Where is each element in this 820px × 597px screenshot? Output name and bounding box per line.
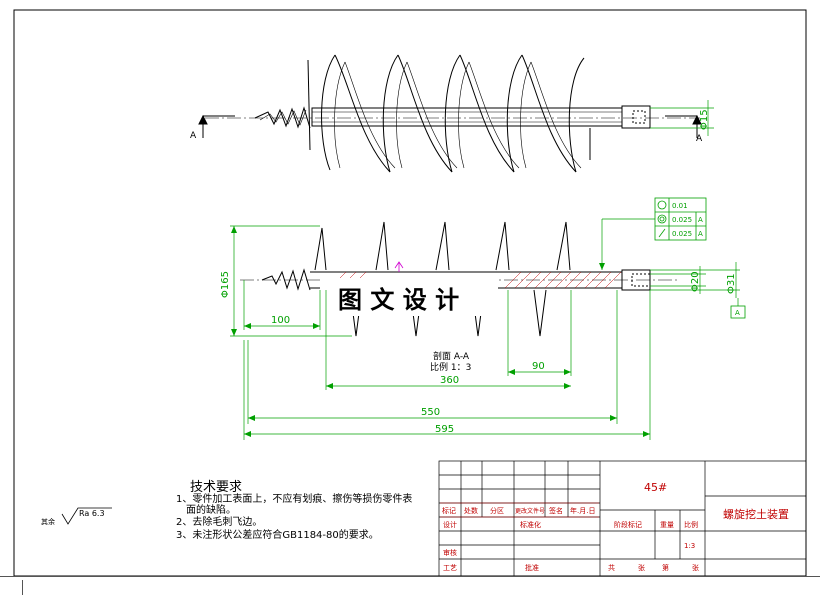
tb-ratio-value: 1:3	[684, 542, 695, 550]
dim-360-text: 360	[440, 375, 459, 386]
dimension-arrows	[231, 226, 650, 437]
section-scale: 比例 1：3	[430, 361, 471, 373]
tb-header-3: 更改文件号	[515, 507, 545, 515]
tb-header-0: 标记	[442, 506, 456, 515]
tb-weight-label: 重量	[660, 521, 674, 529]
roughness-value: Ra 6.3	[79, 509, 105, 518]
tech-item-2: 面的缺陷。	[186, 503, 236, 516]
datum-box-text: A	[735, 309, 740, 317]
tb-part-name: 螺旋挖土装置	[723, 507, 789, 521]
tech-item-1: 1、零件加工表面上，不应有划痕、擦伤等损伤零件表	[176, 492, 412, 505]
tb-header-1: 处数	[464, 506, 478, 515]
section-marker-left: A	[190, 131, 197, 141]
tech-item-3: 2、去除毛刺飞边。	[176, 515, 262, 528]
tb-header-5: 年.月.日	[570, 506, 595, 515]
tol-datum-3: A	[698, 230, 703, 238]
dim-100-text: 100	[271, 315, 290, 326]
tb-header-4: 签名	[549, 506, 563, 515]
section-marker-right: A	[696, 134, 703, 144]
tb-sheet-2: 第	[662, 563, 669, 572]
roughness-prefix: 其余	[41, 517, 55, 526]
tb-material: 45#	[644, 481, 667, 494]
dim-d165-text: Φ165	[220, 271, 231, 298]
dim-90-text: 90	[532, 361, 545, 372]
tb-stage-label: 阶段标记	[614, 520, 642, 529]
tb-row-process: 工艺	[443, 564, 457, 572]
dim-d15	[650, 100, 714, 136]
status-bar-separator	[22, 580, 23, 595]
tol-value-3: 0.025	[672, 230, 692, 238]
tb-header-2: 分区	[490, 506, 504, 515]
title-block-red-lines	[440, 502, 599, 518]
tb-row-approve: 批准	[525, 563, 539, 572]
dim-d15-text: Φ15	[699, 109, 710, 130]
datum-arrow	[394, 261, 404, 272]
engineering-drawing: A A Φ15	[13, 9, 807, 576]
dim-d20-text: Φ20	[690, 271, 701, 292]
dim-550-text: 550	[421, 407, 440, 418]
tol-value-2: 0.025	[672, 216, 692, 224]
top-view	[198, 54, 702, 173]
drawing-border	[13, 9, 807, 576]
dim-d31-text: Φ31	[726, 273, 737, 294]
tech-title: 技术要求	[190, 480, 242, 495]
tb-row-standard: 标准化	[520, 520, 541, 529]
section-dimensions	[230, 218, 740, 440]
tol-datum-2: A	[698, 216, 703, 224]
tech-item-4: 3、未注形状公差应符合GB1184-80的要求。	[176, 528, 379, 541]
watermark: 图 文 设 计	[338, 286, 459, 314]
roughness-icon	[61, 507, 112, 525]
tb-row-review: 审核	[443, 548, 457, 557]
tb-sheet-1: 张	[638, 563, 645, 572]
status-bar	[0, 576, 820, 597]
dim-595-text: 595	[435, 424, 454, 435]
tb-ratio-label: 比例	[684, 520, 698, 529]
tb-sheet-3: 张	[692, 563, 699, 572]
watermark-bg	[320, 278, 498, 316]
tb-row-design: 设计	[443, 520, 457, 529]
tol-value-1: 0.01	[672, 202, 688, 210]
datum-box	[730, 305, 746, 319]
tb-sheet-0: 共	[608, 563, 615, 572]
section-label: 剖面 A-A	[433, 350, 470, 362]
tolerance-frame	[654, 197, 707, 241]
